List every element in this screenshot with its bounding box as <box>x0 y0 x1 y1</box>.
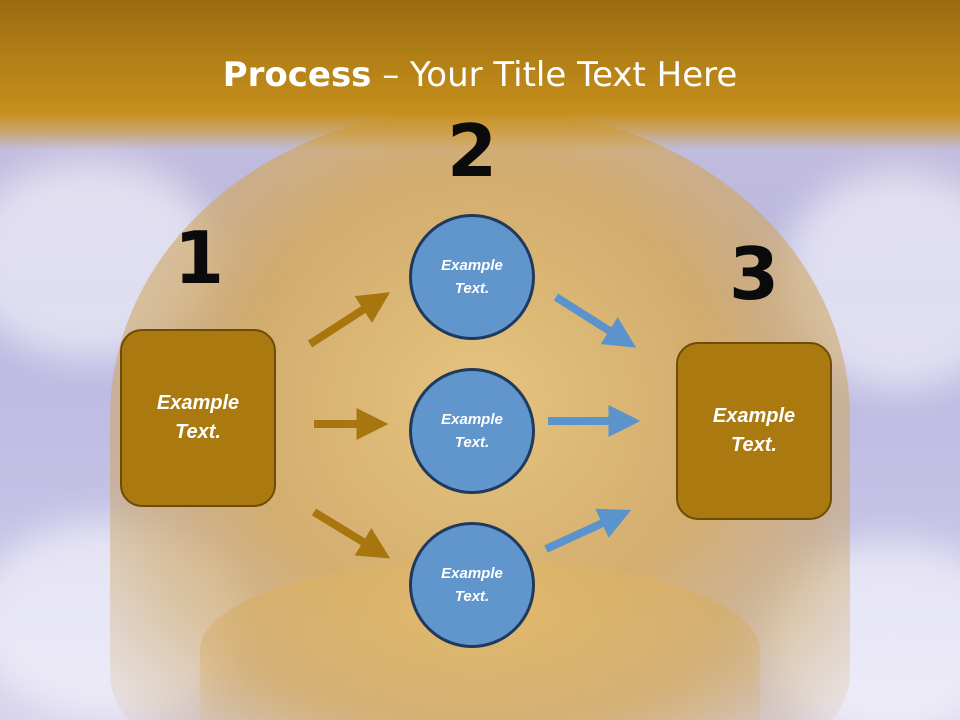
step-number-2: 2 <box>446 109 498 193</box>
header-band <box>0 0 960 150</box>
step-box-3: Example Text. <box>676 342 832 520</box>
arrow-blue-up <box>544 508 632 553</box>
arrow-blue-down <box>553 293 637 348</box>
circle-top-label: Example Text. <box>441 257 503 297</box>
circle-top: Example Text. <box>409 214 535 340</box>
step-box-3-label: Example Text. <box>712 405 796 456</box>
arrow-gold-up <box>307 292 391 348</box>
slide-title: Process – Your Title Text Here <box>0 52 960 98</box>
arrow-gold-down <box>311 508 391 559</box>
circle-middle-label: Example Text. <box>441 411 503 451</box>
title-bold: Process <box>222 55 372 95</box>
circle-middle: Example Text. <box>409 368 535 494</box>
step-number-3: 3 <box>728 232 780 316</box>
step-box-1: Example Text. <box>120 329 276 507</box>
circle-bottom-label: Example Text. <box>441 565 503 605</box>
step-number-1: 1 <box>173 216 225 300</box>
circle-bottom: Example Text. <box>409 522 535 648</box>
step-box-1-label: Example Text. <box>156 392 240 443</box>
title-rest: – Your Title Text Here <box>371 55 738 95</box>
